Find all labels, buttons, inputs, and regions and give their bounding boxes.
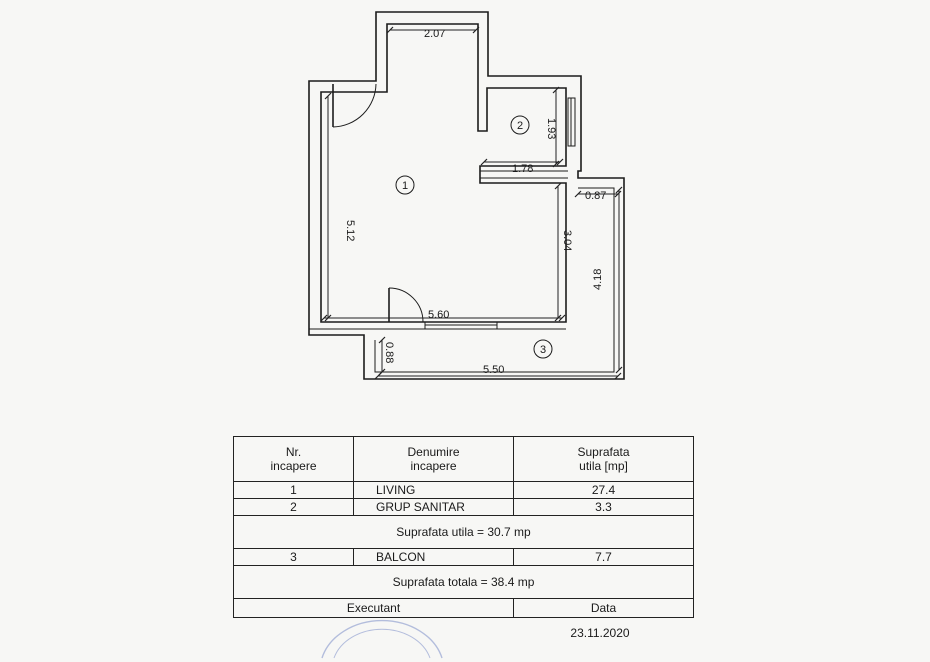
signature-row: Executant Data xyxy=(233,598,694,618)
dim-balcony-top: 0.87 xyxy=(585,190,606,202)
date-value: 23.11.2020 xyxy=(570,626,630,640)
balcony-rail xyxy=(374,187,615,373)
outer-wall xyxy=(308,11,625,380)
area-table: Nr. incapere Denumire incapere Suprafata… xyxy=(233,436,694,618)
room-number-2: 2 xyxy=(517,120,523,132)
room-name-cell: BALCON xyxy=(353,548,514,566)
header-name: Denumire incapere xyxy=(353,436,514,482)
room-number-3: 3 xyxy=(540,344,546,356)
table-row: 3 BALCON 7.7 xyxy=(233,548,694,566)
header-area: Suprafata utila [mp] xyxy=(513,436,694,482)
dim-top-width: 2.07 xyxy=(424,28,445,40)
table-row: 1 LIVING 27.4 xyxy=(233,481,694,499)
dim-living-width: 5.60 xyxy=(428,309,449,321)
header-name-line1: Denumire xyxy=(407,445,460,459)
header-nr-line2: incapere xyxy=(270,459,317,473)
balcony-door-swing xyxy=(388,287,424,323)
header-name-line2: incapere xyxy=(410,459,457,473)
dimension-lines xyxy=(320,26,623,380)
executant-cell: Executant xyxy=(233,598,514,618)
table-row: 2 GRUP SANITAR 3.3 xyxy=(233,498,694,516)
table-header-row: Nr. incapere Denumire incapere Suprafata… xyxy=(233,436,694,482)
room-marker-2 xyxy=(510,115,530,135)
dim-inner-height: 3.04 xyxy=(561,230,573,251)
room-marker-1 xyxy=(395,175,415,195)
dim-balcony-height: 4.18 xyxy=(592,269,604,290)
subtotal-row: Suprafata utila = 30.7 mp xyxy=(233,515,694,549)
dim-bath-width: 1.78 xyxy=(512,163,533,175)
room-area-cell: 27.4 xyxy=(513,481,694,499)
dim-balcony-width: 5.50 xyxy=(483,364,504,376)
room-nr-cell: 2 xyxy=(233,498,354,516)
header-nr: Nr. incapere xyxy=(233,436,354,482)
total-row: Suprafata totala = 38.4 mp xyxy=(233,565,694,599)
room-number-1: 1 xyxy=(402,180,408,192)
room-name-cell: GRUP SANITAR xyxy=(353,498,514,516)
inner-wall xyxy=(320,23,567,323)
total-cell: Suprafata totala = 38.4 mp xyxy=(233,565,694,599)
room-marker-3 xyxy=(533,339,553,359)
dim-balcony-small: 0.88 xyxy=(383,342,395,363)
header-nr-line1: Nr. xyxy=(285,445,302,459)
room-area-cell: 3.3 xyxy=(513,498,694,516)
date-cell: Data xyxy=(513,598,694,618)
room-area-cell: 7.7 xyxy=(513,548,694,566)
room-name-cell: LIVING xyxy=(353,481,514,499)
floor-plan: 2.07 5.12 1.93 1.78 0.87 3.04 4.18 5.60 … xyxy=(308,11,625,380)
dim-left-height: 5.12 xyxy=(344,220,356,241)
entrance-door-swing xyxy=(332,83,377,128)
subtotal-cell: Suprafata utila = 30.7 mp xyxy=(233,515,694,549)
header-area-line2: utila [mp] xyxy=(579,459,628,473)
header-area-line1: Suprafata xyxy=(577,445,630,459)
room-nr-cell: 3 xyxy=(233,548,354,566)
room-nr-cell: 1 xyxy=(233,481,354,499)
dim-bath-height: 1.93 xyxy=(545,118,557,139)
